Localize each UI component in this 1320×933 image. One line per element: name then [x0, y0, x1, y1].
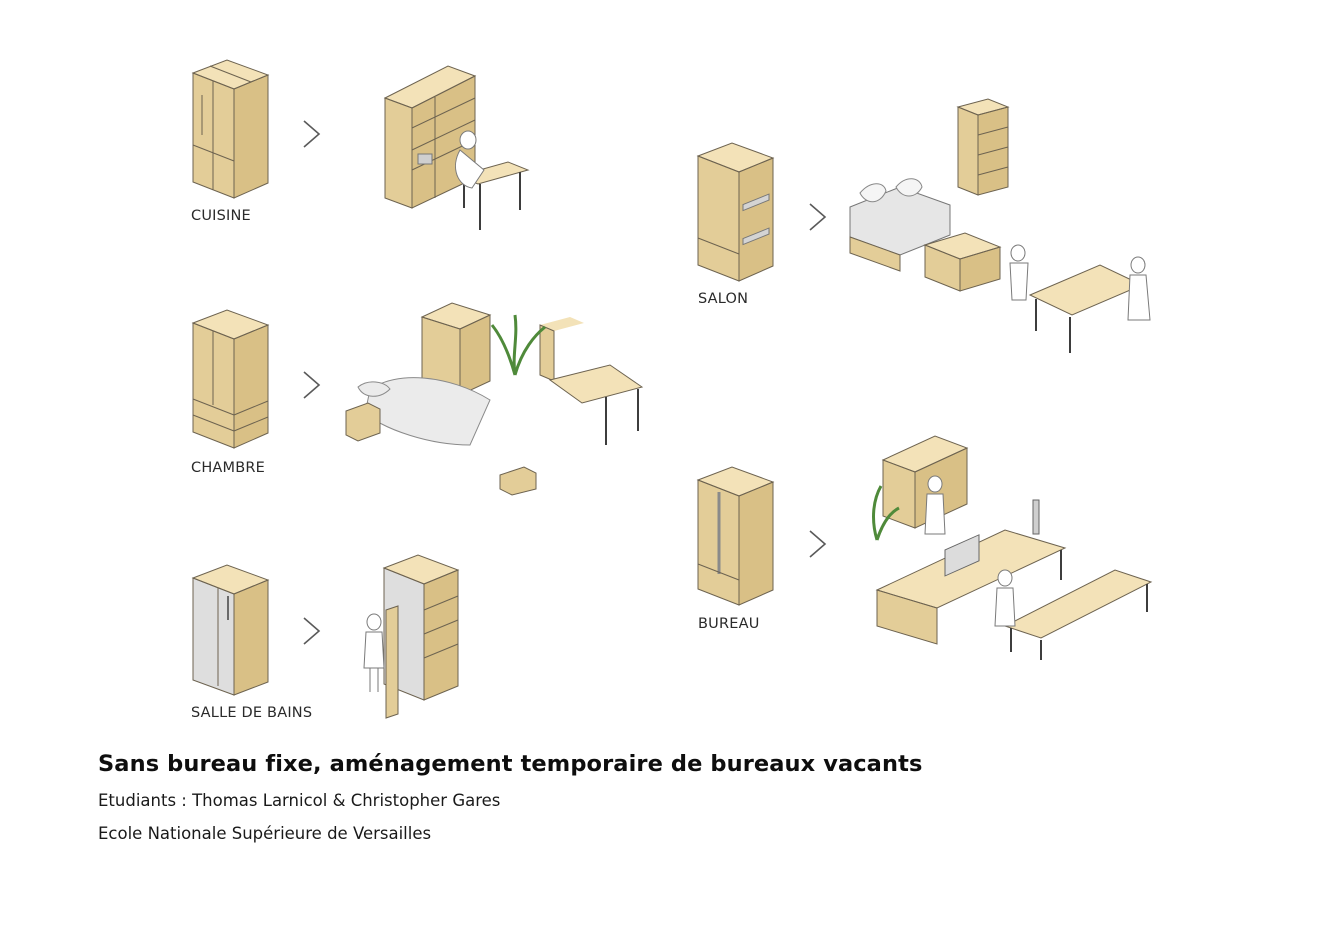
students-credit: Etudiants : Thomas Larnicol & Christophe…	[98, 791, 501, 810]
salon-arrow-icon	[809, 203, 827, 231]
chambre-closed-wardrobe-illustration	[191, 309, 270, 449]
cuisine-arrow-icon	[303, 120, 321, 148]
bureau-arrow-icon	[809, 530, 827, 558]
module-salon: SALON	[0, 0, 1151, 353]
bureau-office-illustration	[872, 435, 1153, 660]
module-label: SALON	[698, 291, 749, 307]
bathroom-closed-cabin-illustration	[191, 564, 270, 696]
module-label: CUISINE	[191, 208, 251, 224]
module-label: SALLE DE BAINS	[191, 705, 313, 721]
bureau-closed-cabinet-illustration	[696, 466, 775, 606]
bathroom-arrow-icon	[303, 617, 321, 645]
salon-closed-cabinet-illustration	[696, 142, 775, 282]
module-salle-de-bains: SALLE DE BAINS	[0, 0, 460, 721]
module-label: CHAMBRE	[191, 460, 266, 476]
bathroom-open-cabin-illustration	[363, 554, 460, 719]
cuisine-closed-cabinet-illustration	[191, 59, 270, 199]
project-title: Sans bureau fixe, aménagement temporaire…	[98, 751, 923, 777]
cuisine-open-kitchen-illustration	[383, 65, 530, 230]
module-label: BUREAU	[698, 616, 760, 632]
salon-living-room-illustration	[849, 98, 1151, 353]
module-bureau: BUREAU	[0, 0, 1153, 660]
chambre-bedroom-setup-illustration	[345, 302, 644, 496]
chambre-arrow-icon	[303, 371, 321, 399]
school-name: Ecole Nationale Supérieure de Versailles	[98, 824, 432, 843]
module-cuisine: CUISINE	[0, 0, 530, 230]
module-chambre: CHAMBRE	[0, 0, 644, 496]
